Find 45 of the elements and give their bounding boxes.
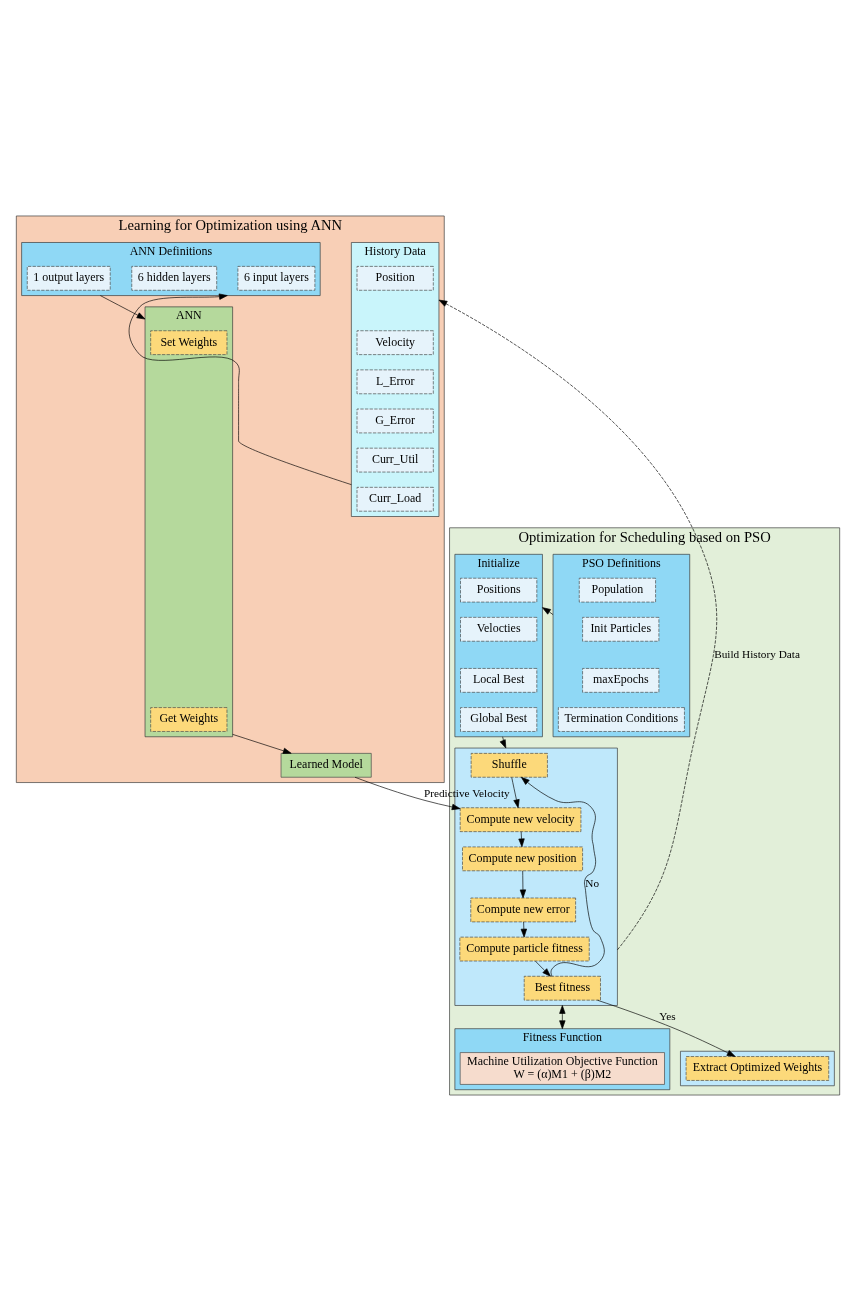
arrow — [519, 869, 527, 898]
edge-label: Predictive Velocity — [423, 786, 510, 799]
node-box: Set Weights — [150, 329, 228, 355]
arrow — [128, 293, 352, 485]
arrow — [232, 733, 292, 754]
node-box: Best fitness — [523, 975, 601, 1000]
arrow — [542, 606, 554, 615]
edge-label: Yes — [659, 1009, 676, 1022]
node-box: Velocity — [356, 329, 434, 355]
node-box: 6 input layers — [237, 265, 316, 291]
node-box: Curr_Load — [356, 486, 434, 512]
arrow — [597, 999, 736, 1057]
arrow — [518, 830, 525, 847]
node-box: Compute new position — [462, 846, 583, 871]
node-box: Termination Conditions — [558, 706, 685, 732]
node-box: Shuffle — [470, 752, 548, 778]
node-box: Compute new error — [470, 897, 576, 922]
node-box: Population — [578, 577, 656, 602]
arrow — [521, 776, 605, 977]
arrow — [511, 776, 520, 808]
node-box: L_Error — [356, 369, 434, 394]
arrow — [100, 294, 146, 319]
arrow — [520, 921, 527, 937]
arrow — [438, 299, 717, 950]
arrow — [354, 776, 461, 810]
node-box: Machine Utilization Objective Function W = (α)M1 + (β)M2 — [459, 1051, 665, 1085]
node-box: Positions — [460, 577, 538, 602]
node-box: Get Weights — [150, 706, 228, 732]
node-box: Global Best — [460, 706, 538, 732]
node-box: Local Best — [460, 667, 538, 693]
node-box: 6 hidden layers — [131, 265, 217, 291]
node-box: Curr_Util — [356, 447, 434, 472]
node-box: 1 output layers — [26, 265, 111, 291]
node-box: Init Particles — [582, 616, 660, 642]
node-box: Extract Optimized Weights — [685, 1055, 830, 1081]
node-box: Learned Model — [280, 752, 372, 778]
node-box: Compute particle fitness — [459, 936, 590, 961]
edge-label: Build History Data — [714, 647, 800, 660]
node-box: maxEpochs — [582, 667, 660, 693]
node-box: Compute new velocity — [459, 806, 582, 832]
node-box: Position — [356, 265, 434, 291]
edge-label: No — [585, 876, 600, 889]
node-box: Velocties — [460, 616, 538, 642]
node-box: G_Error — [356, 408, 434, 433]
arrow — [535, 960, 551, 977]
